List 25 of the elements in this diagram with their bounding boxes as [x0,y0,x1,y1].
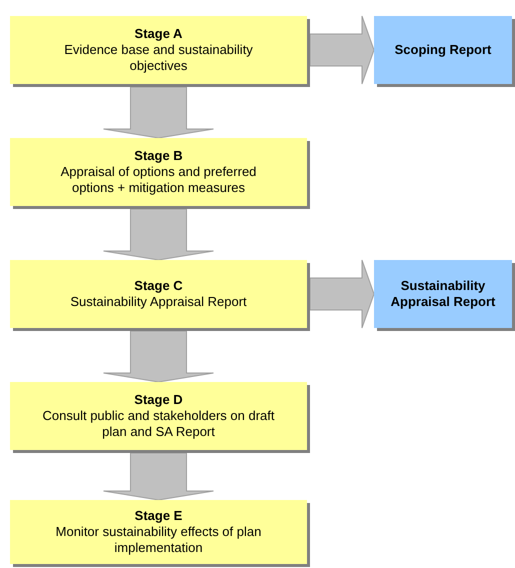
stage-description: Monitor sustainability effects of plan implementation [54,524,262,556]
stage-description: Sustainability Appraisal Report [70,294,247,310]
stage-box [10,500,307,564]
block-arrow [310,260,375,328]
stage-title: Stage D [134,392,183,408]
block-arrow [103,330,214,382]
stage-box [10,382,307,450]
report-box [374,16,512,84]
stage-description: Appraisal of options and preferred options + mitigation measures [60,164,258,196]
block-arrow [103,452,214,500]
stage-title: Stage E [134,508,182,524]
report-box [374,260,512,328]
stage-title: Stage C [134,278,183,294]
stage-title: Stage B [134,148,183,164]
report-title: Scoping Report [394,42,492,58]
stage-box [10,260,307,328]
block-arrow [103,86,214,138]
block-arrow [310,16,375,84]
stage-title: Stage A [134,26,182,42]
stage-description: Consult public and stakeholders on draft plan and SA Report [42,408,276,440]
stage-box [10,16,307,84]
stage-description: Evidence base and sustainability objectives [63,42,254,74]
block-arrow [103,208,214,260]
stage-box [10,138,307,206]
report-title: Sustainability Appraisal Report [390,278,496,310]
